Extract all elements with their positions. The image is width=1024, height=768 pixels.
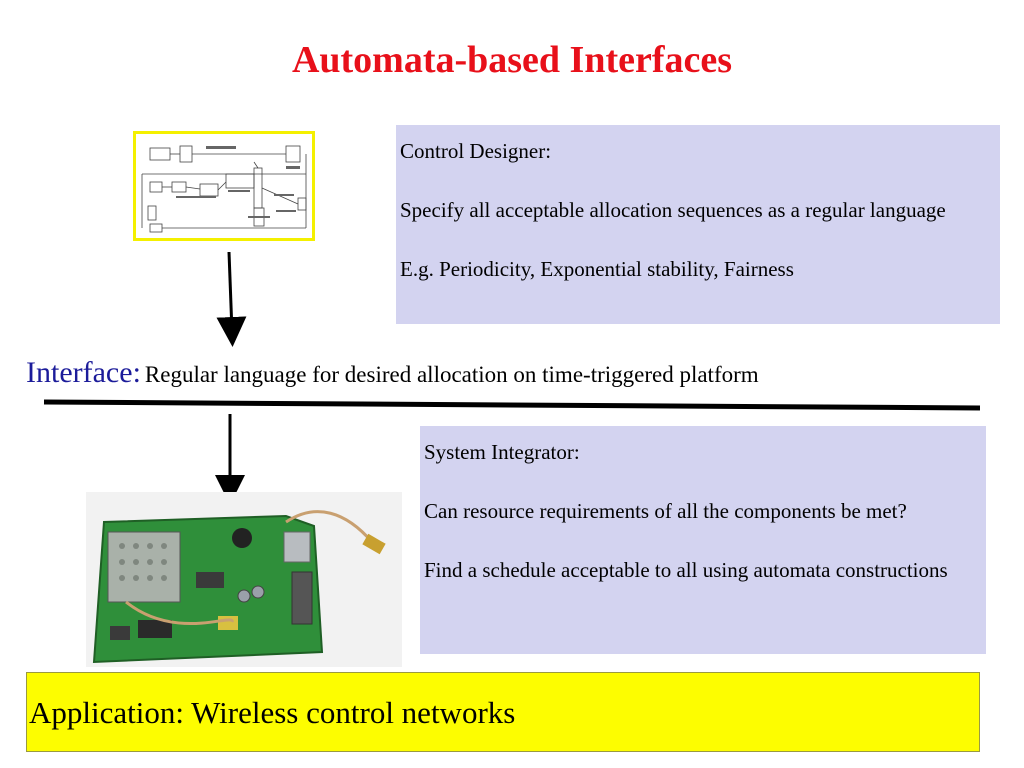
interface-text: Regular language for desired allocation … — [144, 362, 759, 387]
control-designer-heading: Control Designer: — [400, 139, 552, 163]
arrow-down-upper — [216, 251, 247, 347]
slide-title: Automata-based Interfaces — [291, 39, 733, 81]
system-integrator-box: System Integrator: Can resource requirem… — [420, 426, 986, 654]
application-box: Application: Wireless control networks — [26, 672, 980, 752]
system-integrator-line2: Find a schedule acceptable to all using … — [424, 558, 948, 582]
control-designer-line1: Specify all acceptable allocation sequen… — [400, 198, 946, 222]
interface-label: Interface: — [26, 356, 141, 389]
system-integrator-line1: Can resource requirements of all the com… — [424, 499, 907, 523]
application-text: Application: Wireless control networks — [29, 695, 516, 730]
circuit-board-graphic — [86, 492, 402, 667]
circuit-board-image — [86, 492, 402, 667]
system-integrator-heading: System Integrator: — [424, 440, 580, 464]
control-designer-box: Control Designer: Specify all acceptable… — [396, 125, 1000, 324]
block-diagram-image — [133, 131, 315, 241]
control-designer-line2: E.g. Periodicity, Exponential stability,… — [400, 257, 794, 281]
block-diagram-graphic — [141, 145, 307, 233]
divider-line — [43, 399, 981, 411]
interface-row: Interface: Regular language for desired … — [26, 356, 759, 390]
